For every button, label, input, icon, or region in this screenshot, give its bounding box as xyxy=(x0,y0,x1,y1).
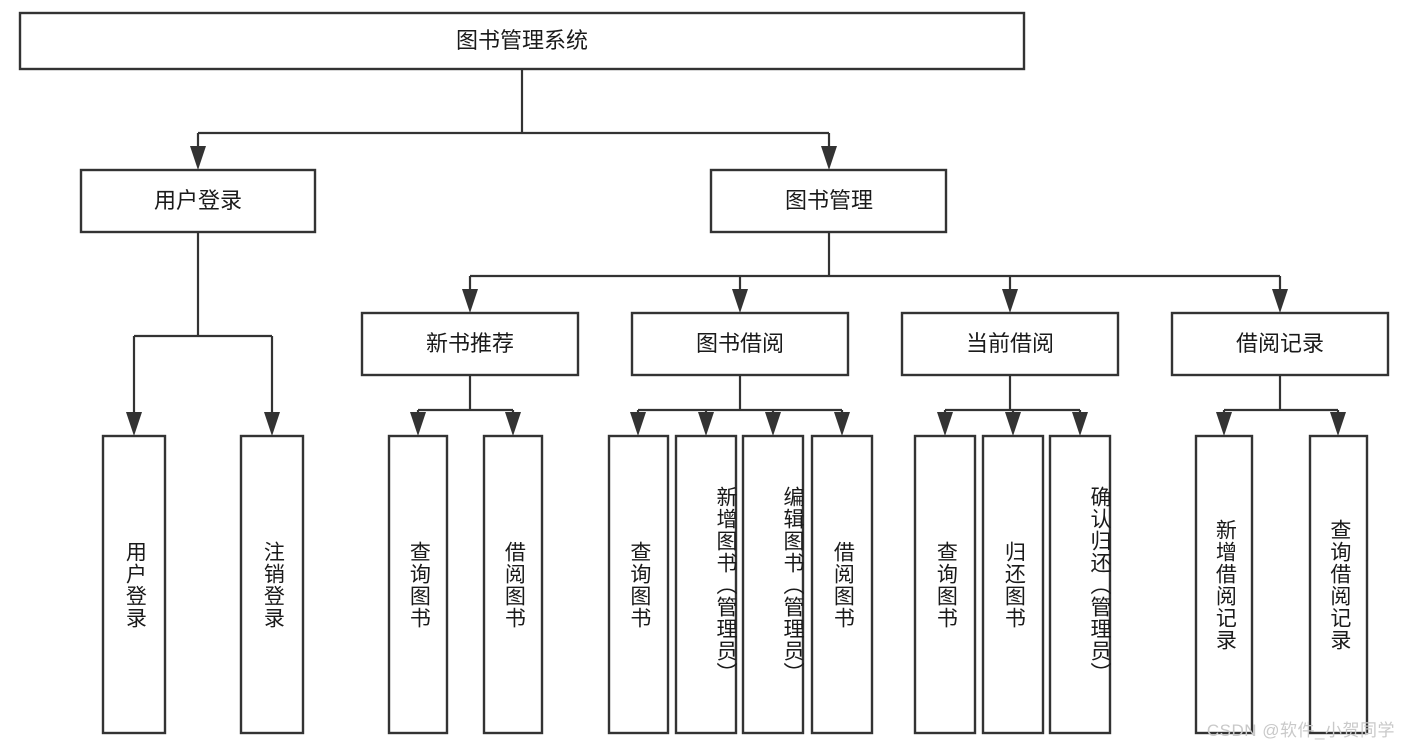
node-current-borrow[interactable]: 当前借阅 xyxy=(900,311,1120,377)
node-book-borrow-label: 图书借阅 xyxy=(696,331,784,356)
node-leaf-user-login-box[interactable] xyxy=(101,434,167,735)
arrow-head-leaf-query-book-3 xyxy=(937,412,953,436)
arrow-head-leaf-logout xyxy=(264,412,280,436)
node-leaf-query-book-2-box[interactable] xyxy=(607,434,670,735)
arrow-head-leaf-borrow-book-2 xyxy=(834,412,850,436)
node-leaf-logout-box[interactable] xyxy=(239,434,305,735)
connector-group-book-borrow-leaves xyxy=(630,375,850,436)
csdn-watermark: CSDN @软件_小贺同学 xyxy=(1206,721,1395,740)
node-leaf-edit-book-box[interactable] xyxy=(741,434,805,735)
node-current-borrow-label: 当前借阅 xyxy=(966,331,1054,356)
arrow-head-book-borrow xyxy=(732,289,748,313)
node-book-manage[interactable]: 图书管理 xyxy=(709,168,948,234)
node-borrow-record[interactable]: 借阅记录 xyxy=(1170,311,1390,377)
node-borrow-record-label: 借阅记录 xyxy=(1236,331,1324,356)
connector-group-current-borrow-leaves xyxy=(937,375,1088,436)
node-new-book-rec-label: 新书推荐 xyxy=(426,331,514,356)
node-leaf-query-book-1-box[interactable] xyxy=(387,434,449,735)
node-leaf-add-record-box[interactable] xyxy=(1194,434,1254,735)
arrow-head-leaf-query-record xyxy=(1330,412,1346,436)
node-root-label: 图书管理系统 xyxy=(456,28,588,53)
node-book-borrow-box[interactable] xyxy=(630,311,850,377)
node-root-box[interactable] xyxy=(18,11,1026,71)
arrow-head-leaf-borrow-book-1 xyxy=(505,412,521,436)
leaf-boxes xyxy=(101,434,1369,735)
arrow-head-leaf-add-book xyxy=(698,412,714,436)
arrow-head-new-book-rec xyxy=(462,289,478,313)
connector-group-borrow-record-leaves xyxy=(1216,375,1346,436)
connector-group-user-login-leaves xyxy=(126,232,280,436)
node-leaf-query-book-3-box[interactable] xyxy=(913,434,977,735)
arrow-head-leaf-query-book-1 xyxy=(410,412,426,436)
arrow-head-borrow-record xyxy=(1272,289,1288,313)
node-new-book-rec[interactable]: 新书推荐 xyxy=(360,311,580,377)
node-user-login-box[interactable] xyxy=(79,168,317,234)
connector-group-new-book-rec-leaves xyxy=(410,375,521,436)
node-book-manage-label: 图书管理 xyxy=(785,188,873,213)
node-user-login-label: 用户登录 xyxy=(154,188,242,213)
arrow-head-book-manage xyxy=(821,146,837,170)
arrow-head-current-borrow xyxy=(1002,289,1018,313)
node-leaf-add-book-box[interactable] xyxy=(674,434,738,735)
arrow-head-leaf-confirm-return xyxy=(1072,412,1088,436)
arrow-head-user-login xyxy=(190,146,206,170)
node-book-borrow[interactable]: 图书借阅 xyxy=(630,311,850,377)
arrow-head-leaf-query-book-2 xyxy=(630,412,646,436)
arrow-head-leaf-user-login xyxy=(126,412,142,436)
node-book-manage-box[interactable] xyxy=(709,168,948,234)
node-user-login[interactable]: 用户登录 xyxy=(79,168,317,234)
node-current-borrow-box[interactable] xyxy=(900,311,1120,377)
arrow-head-leaf-add-record xyxy=(1216,412,1232,436)
arrow-head-leaf-return-book xyxy=(1005,412,1021,436)
node-borrow-record-box[interactable] xyxy=(1170,311,1390,377)
node-leaf-confirm-return-box[interactable] xyxy=(1048,434,1112,735)
node-leaf-borrow-book-2-box[interactable] xyxy=(810,434,874,735)
node-leaf-query-record-box[interactable] xyxy=(1308,434,1369,735)
node-leaf-borrow-book-1-box[interactable] xyxy=(482,434,544,735)
node-leaf-return-book-box[interactable] xyxy=(981,434,1045,735)
node-root[interactable]: 图书管理系统 xyxy=(18,11,1026,71)
node-new-book-rec-box[interactable] xyxy=(360,311,580,377)
connector-group-book-manage xyxy=(462,232,1288,313)
arrow-head-leaf-edit-book xyxy=(765,412,781,436)
connector-group-root xyxy=(190,69,837,170)
